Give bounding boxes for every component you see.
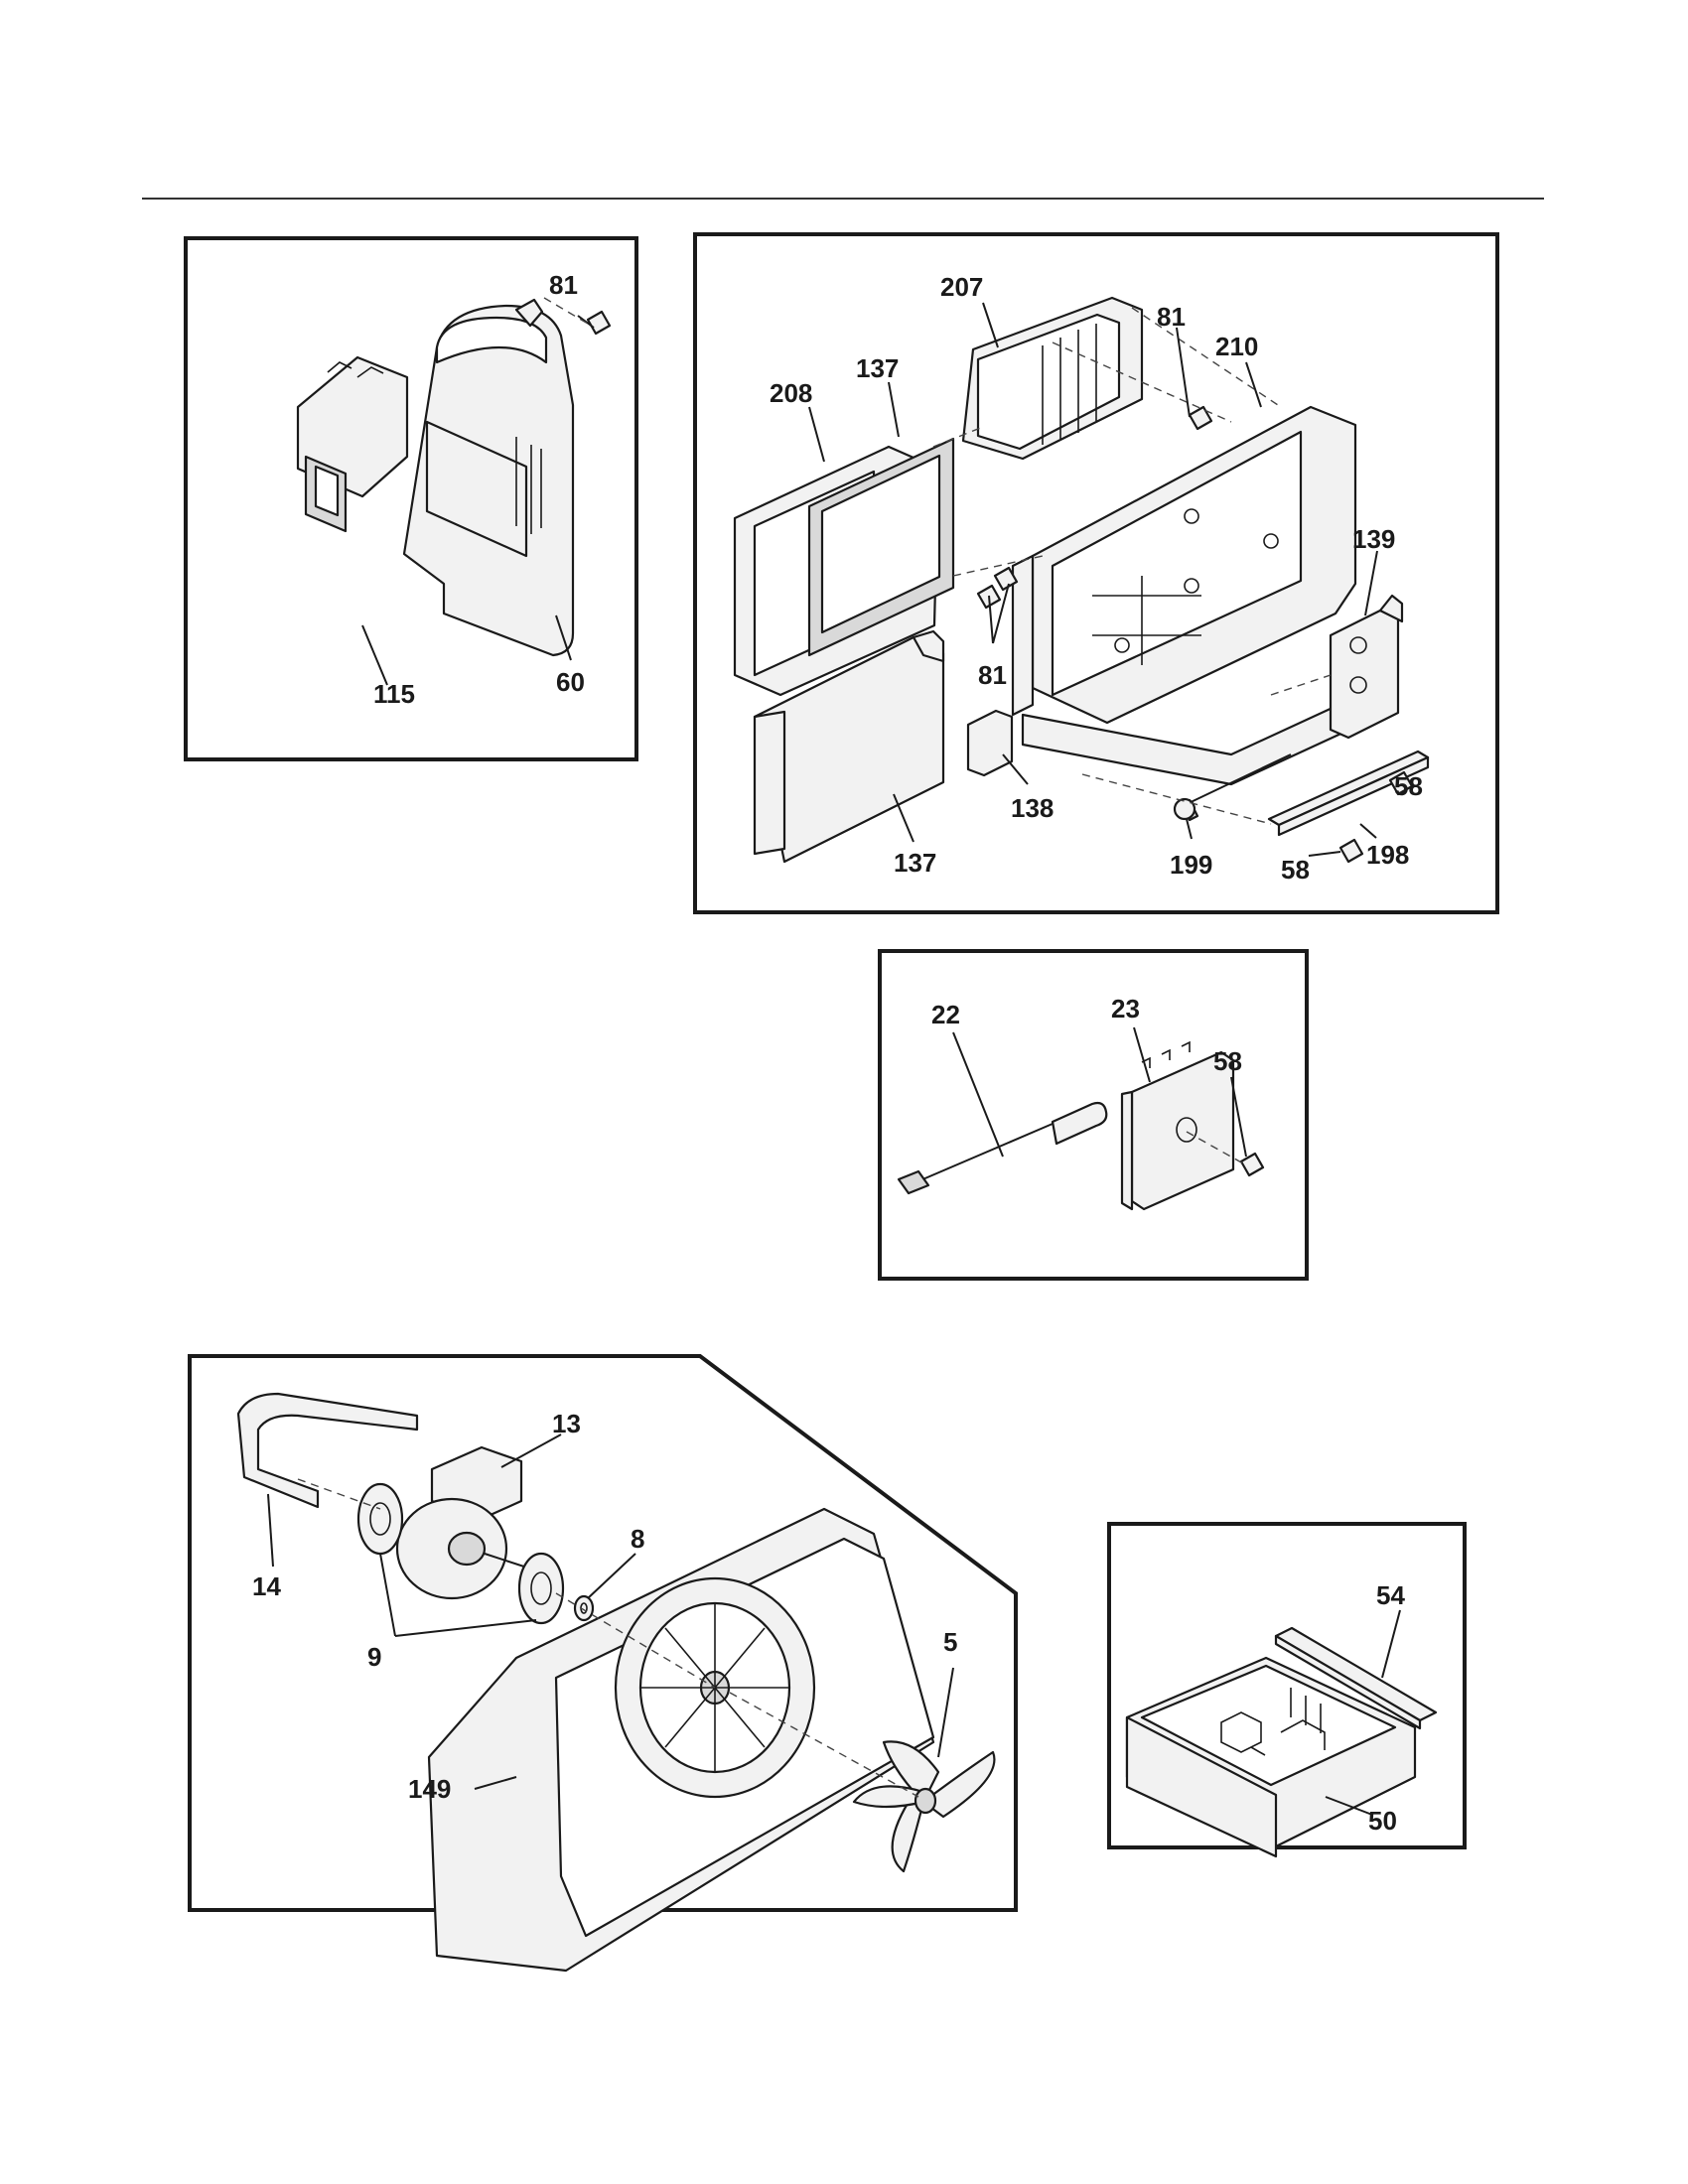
callout-label: 81 — [1157, 302, 1186, 332]
callout-label: 50 — [1368, 1806, 1397, 1836]
callout-label: 5 — [943, 1627, 957, 1657]
part-139-shape — [1329, 594, 1404, 740]
panel-top-right: 207 81 210 208 137 139 81 137 138 199 58… — [693, 232, 1499, 914]
part-137-filter-shape — [807, 437, 955, 657]
callout-label: 207 — [940, 272, 983, 302]
panel-top-left: 81 115 60 — [184, 236, 638, 761]
part-115-shape — [296, 355, 409, 533]
part-23-cover-shape — [1120, 1040, 1235, 1211]
housing-part — [402, 298, 575, 657]
part-137-box-shape — [753, 629, 945, 864]
part-14-bracket-shape — [236, 1392, 419, 1509]
callout-label: 115 — [373, 679, 415, 709]
callout-label: 149 — [408, 1774, 451, 1804]
callout-label: 9 — [367, 1642, 381, 1672]
part-149-shroud-shape — [427, 1507, 935, 1973]
callout-label: 14 — [252, 1571, 281, 1601]
callout-label: 208 — [770, 378, 812, 408]
callout-label: 137 — [856, 353, 899, 383]
callout-label: 22 — [931, 1000, 960, 1029]
part-199-rod-shape — [1173, 753, 1292, 822]
panel-bottom-right: 54 50 — [1107, 1522, 1467, 1858]
screw-part — [1239, 1152, 1265, 1177]
part-8-washer-shape — [573, 1594, 595, 1622]
callout-label: 198 — [1366, 840, 1409, 870]
callout-label: 60 — [556, 667, 585, 697]
part-138-shape — [966, 709, 1014, 777]
callout-label: 23 — [1111, 994, 1140, 1024]
part-5-fan-blade-shape — [852, 1740, 996, 1873]
callout-label: 81 — [978, 660, 1007, 690]
panel-middle: 22 23 58 — [878, 949, 1309, 1281]
panel-bottom-left: 13 14 8 9 5 149 — [188, 1354, 1018, 1973]
part-54-strip-shape — [1274, 1626, 1438, 1730]
callout-label: 139 — [1352, 524, 1395, 554]
part-207-shape — [961, 296, 1144, 461]
part-198-shape — [1267, 750, 1430, 837]
part-22-sensor-shape — [897, 1101, 1108, 1195]
callout-label: 58 — [1394, 771, 1423, 801]
part-210-housing-shape — [1011, 405, 1362, 786]
callout-label: 13 — [552, 1409, 581, 1438]
part-50-tray-shape — [1125, 1656, 1417, 1858]
callout-label: 137 — [894, 848, 936, 878]
callout-label: 210 — [1215, 332, 1258, 361]
callout-label: 58 — [1213, 1046, 1242, 1076]
callout-label: 81 — [549, 270, 578, 300]
screw-part — [577, 310, 612, 336]
screw-part — [976, 405, 1414, 864]
callout-label: 58 — [1281, 855, 1310, 885]
callout-label: 199 — [1170, 850, 1212, 880]
callout-label: 138 — [1011, 793, 1054, 823]
callout-label: 54 — [1376, 1580, 1405, 1610]
part-9-wheel-shape — [356, 1482, 565, 1625]
callout-label: 8 — [631, 1524, 644, 1554]
part-13-motor-shape — [395, 1445, 537, 1600]
